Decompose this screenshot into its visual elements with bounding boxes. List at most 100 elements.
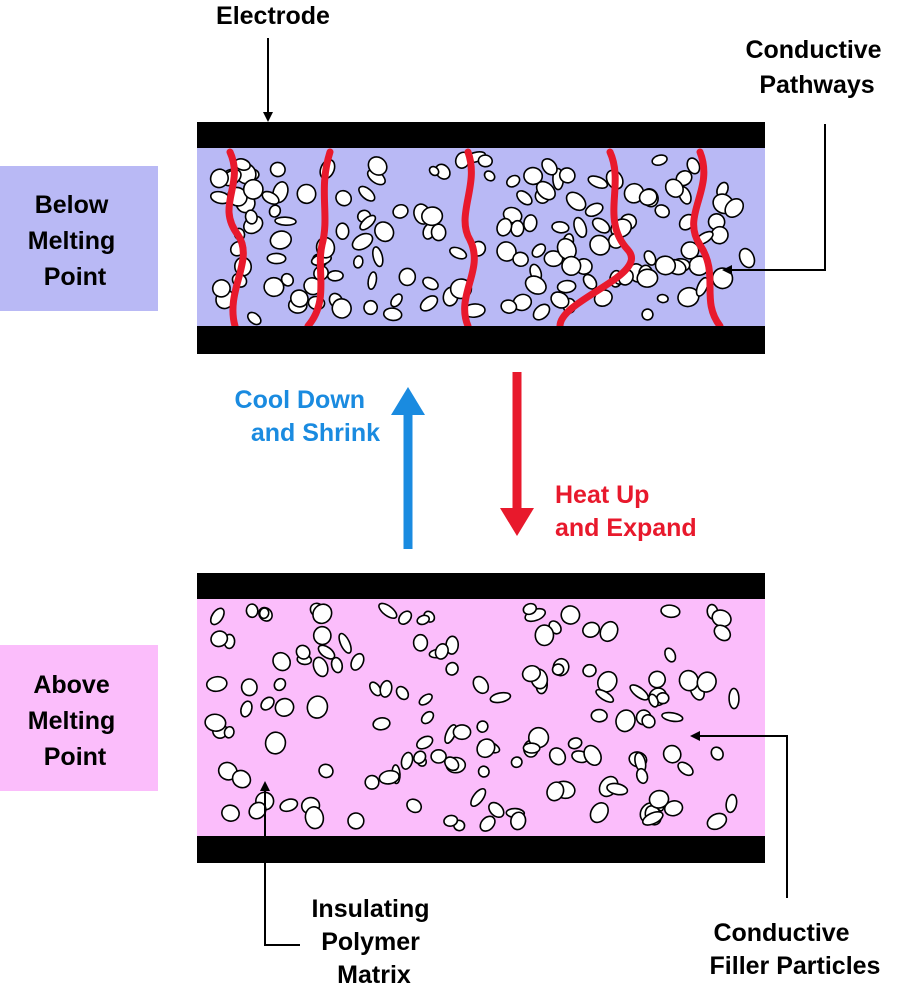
bottom-electrode-lower (197, 836, 765, 863)
filler-particle (374, 221, 395, 243)
filler-particle (541, 157, 558, 176)
filler-particle (522, 602, 538, 616)
filler-particle (312, 656, 329, 678)
filler-particle (246, 311, 262, 326)
filler-particle (350, 652, 365, 671)
filler-particle (347, 812, 365, 830)
filler-particle (664, 647, 677, 663)
filler-particle (470, 787, 487, 808)
filler-particle (304, 806, 325, 830)
filler-particle (591, 217, 611, 234)
filler-particle (395, 685, 410, 701)
filler-particle (573, 216, 588, 239)
filler-particle (560, 605, 581, 625)
filler-particle (477, 765, 490, 778)
filler-particle (430, 223, 447, 242)
filler-particle (335, 189, 353, 207)
filler-particle (651, 154, 668, 166)
filler-particle (584, 202, 604, 218)
filler-particle (274, 216, 297, 227)
filler-particle (483, 170, 496, 182)
filler-particle (523, 214, 538, 233)
filler-particle (372, 717, 391, 731)
filler-particle (583, 744, 602, 767)
filler-particle (358, 185, 376, 202)
filler-particle (582, 273, 598, 290)
filler-particle (392, 203, 409, 219)
filler-particle (269, 230, 293, 250)
conductive-pathway-line (556, 148, 635, 330)
conductive-filler-particles-label: Conductive Filler Particles (710, 919, 881, 980)
filler-particle (648, 670, 667, 689)
filler-particle (587, 175, 609, 189)
filler-particle (398, 610, 413, 626)
filler-particle (359, 214, 377, 231)
filler-particle (654, 204, 670, 219)
filler-particle (240, 678, 258, 697)
filler-particle (260, 696, 275, 711)
filler-particle (266, 252, 287, 265)
filler-particle (534, 624, 555, 647)
filler-particle (489, 691, 512, 704)
filler-particle (662, 744, 682, 764)
filler-particle (500, 299, 518, 314)
filler-particle (210, 630, 229, 648)
filler-particle (452, 724, 472, 741)
conductive-pathway-line (225, 148, 247, 330)
filler-particle (535, 180, 556, 201)
filler-particle (420, 710, 435, 725)
electrode-label: Electrode (216, 2, 330, 30)
filler-particle (378, 602, 398, 619)
bottom-electrode-upper (197, 573, 765, 599)
filler-particle (713, 624, 732, 642)
filler-particle (512, 251, 529, 268)
filler-particle (398, 267, 417, 287)
filler-particle (556, 279, 577, 294)
filler-particle (641, 713, 656, 729)
filler-particle (412, 633, 429, 652)
filler-particle (205, 675, 228, 693)
filler-particle (326, 269, 344, 282)
filler-particles-pointer-arrow (690, 731, 788, 898)
filler-particle (268, 204, 282, 218)
top-electrode-upper (197, 122, 765, 148)
filler-particle (724, 197, 745, 219)
conductive-pathway-line (690, 148, 724, 330)
filler-particle (231, 769, 252, 789)
filler-particle (660, 604, 681, 619)
conductive-pathways (225, 148, 724, 330)
filler-particle (648, 789, 670, 809)
filler-particle (443, 814, 459, 827)
filler-particle (629, 684, 650, 701)
filler-particle (312, 625, 332, 646)
filler-particle (696, 671, 717, 693)
filler-particle (595, 688, 615, 703)
filler-particle (636, 268, 659, 288)
filler-particle (479, 815, 496, 832)
filler-particle (582, 621, 601, 638)
filler-particle (558, 167, 576, 184)
filler-particle (204, 713, 227, 732)
filler-particle (710, 746, 724, 761)
filler-particle (273, 677, 287, 692)
filler-particle (728, 687, 740, 710)
filler-particle (654, 255, 677, 276)
filler-particle (221, 804, 240, 822)
filler-particle (264, 731, 287, 755)
filler-particle (258, 607, 270, 620)
filler-particle (378, 769, 400, 785)
filler-particle (677, 761, 694, 777)
filler-particle (546, 781, 565, 802)
filler-particle (211, 279, 231, 298)
filler-particle (582, 663, 597, 678)
filler-particle (510, 219, 525, 238)
filler-particle (543, 250, 564, 268)
filler-particle (331, 298, 352, 319)
filler-particle (263, 276, 285, 298)
filler-particle (223, 725, 235, 739)
filler-particle (523, 166, 544, 186)
filler-particle (656, 293, 669, 304)
filler-particle (335, 222, 350, 240)
filler-particle (289, 289, 309, 308)
